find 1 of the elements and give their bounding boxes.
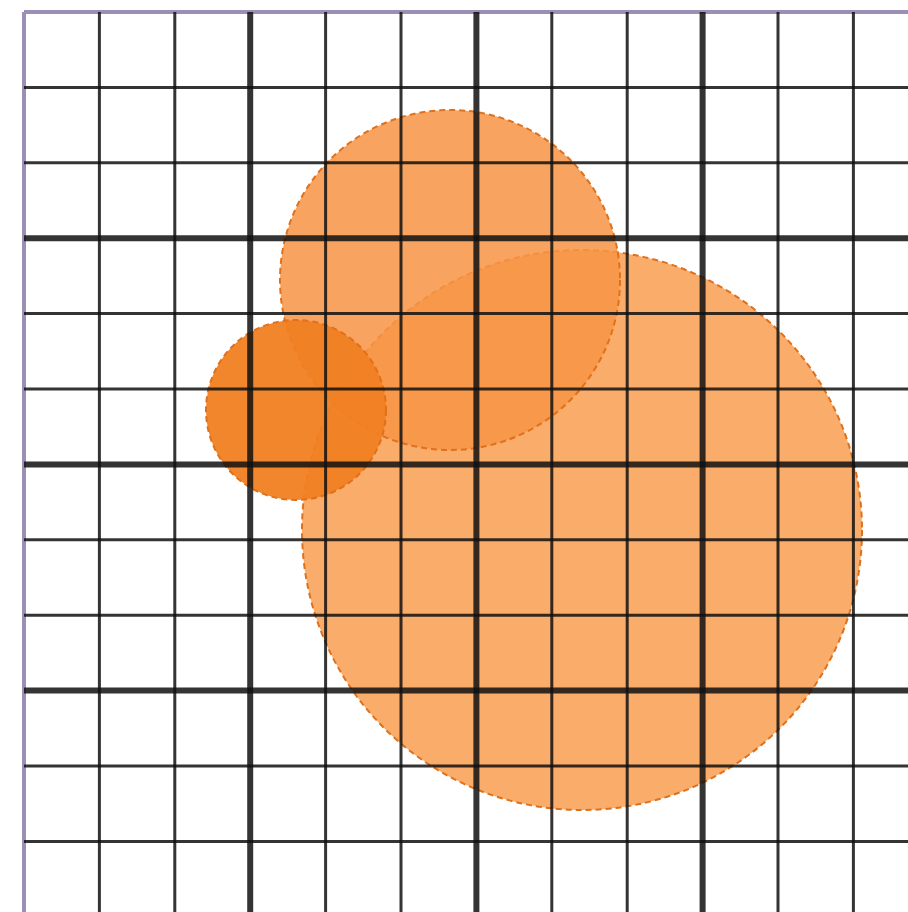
circle-shape — [206, 320, 386, 500]
